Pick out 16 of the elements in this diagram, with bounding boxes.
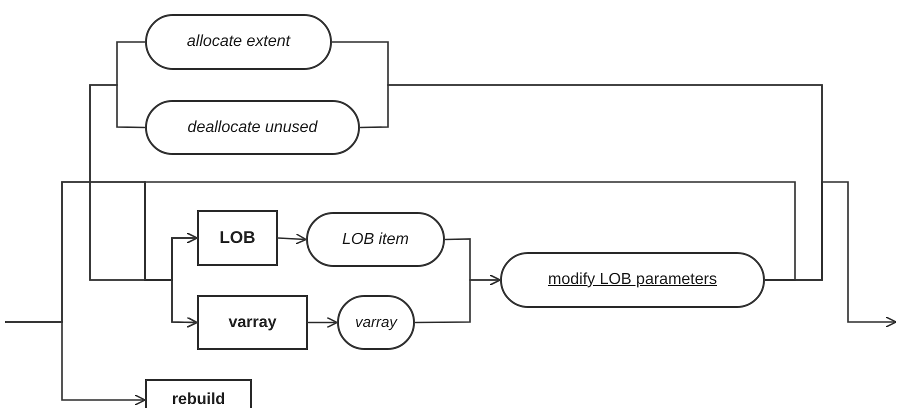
syntax-term: rebuild	[172, 391, 226, 408]
connector-arrow	[89, 84, 198, 328]
syntax-term: modify LOB parameters	[548, 271, 717, 289]
syntax-term: deallocate unused	[188, 118, 318, 136]
syntax-term: varray	[228, 314, 277, 332]
keyword-box	[197, 295, 308, 350]
connector-arrow	[278, 233, 307, 245]
connector-arrow	[308, 316, 338, 328]
connector-arrow	[765, 181, 897, 328]
connector-arrow	[415, 274, 501, 324]
syntax-term: allocate extent	[186, 33, 290, 51]
connector-arrow	[5, 321, 146, 406]
syntax-term: varray	[355, 314, 397, 331]
syntax-term: LOB	[220, 228, 256, 248]
keyword-box	[197, 210, 278, 266]
syntax-term: LOB item	[342, 230, 409, 248]
